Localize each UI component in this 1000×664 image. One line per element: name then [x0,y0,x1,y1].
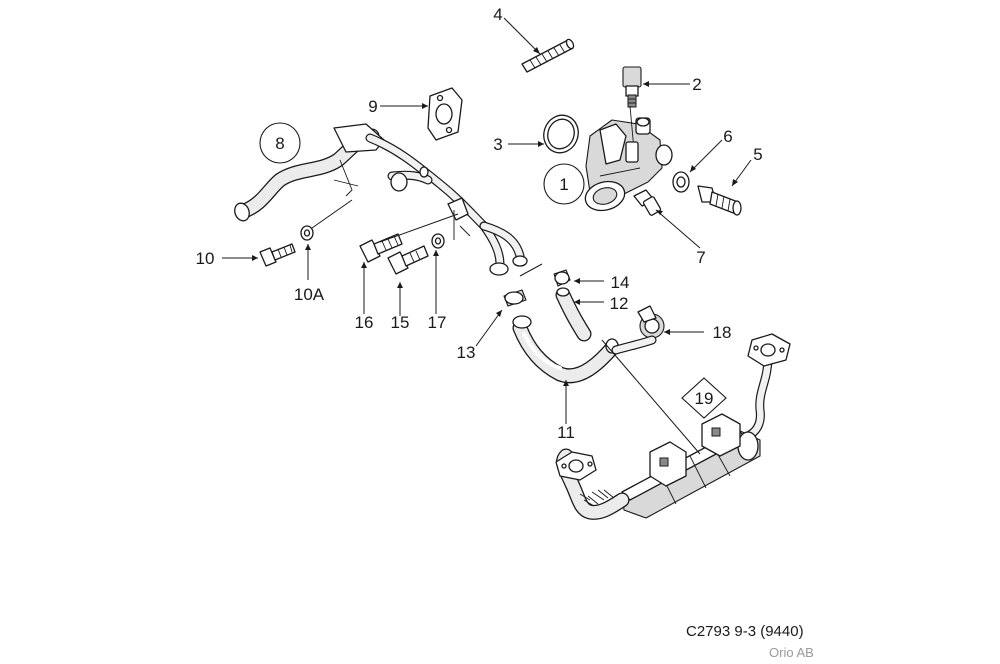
callout-11: 11 [557,423,575,442]
callout-6: 6 [723,127,732,146]
callout-8: 8 [275,134,284,153]
part-12-hose [555,287,592,342]
part-15-bolt [387,245,429,275]
leader-arrows [252,47,738,386]
part-4-stud [521,38,575,73]
part-8-coolant-pipe [234,123,528,276]
drawing-reference: C2793 9-3 (9440) [686,623,804,640]
callout-12: 12 [610,294,629,313]
callout-8-circle [259,122,301,164]
part-5-fitting [697,185,742,216]
part-10-bolt [259,243,296,267]
part-17-washer [431,233,445,249]
callout-16: 16 [355,313,374,332]
part-18-clamp [637,305,665,339]
part-10a-washer [300,225,314,241]
callout-17: 17 [428,313,447,332]
egr-cooler-assembly [555,333,791,520]
callout-9: 9 [368,97,377,116]
part-3-o-ring [543,114,579,154]
part-7-bolt [633,189,662,216]
callout-1-circle [543,163,585,205]
callout-19-diamond [681,377,727,419]
part-9-gasket [427,87,463,141]
callout-4: 4 [493,5,502,24]
callout-19: 19 [695,389,714,408]
callout-10a: 10A [294,285,325,304]
callout-15: 15 [391,313,410,332]
part-14-clamp [553,269,571,287]
callout-2: 2 [692,75,701,94]
part-11-hose [512,315,620,384]
part-2-sensor [622,66,642,108]
callout-5: 5 [753,145,762,164]
callout-18: 18 [713,323,732,342]
part-6-washer [672,171,690,193]
callout-13: 13 [457,343,476,362]
part-13-clamp [503,289,527,307]
maker-credit: Orio AB [769,645,814,660]
callout-14: 14 [611,273,630,292]
callout-1: 1 [559,175,568,194]
callout-3: 3 [493,135,502,154]
part-1-thermostat-housing [584,105,673,212]
part-16-bolt [359,233,403,263]
callout-10: 10 [196,249,215,268]
callout-7: 7 [696,248,705,267]
